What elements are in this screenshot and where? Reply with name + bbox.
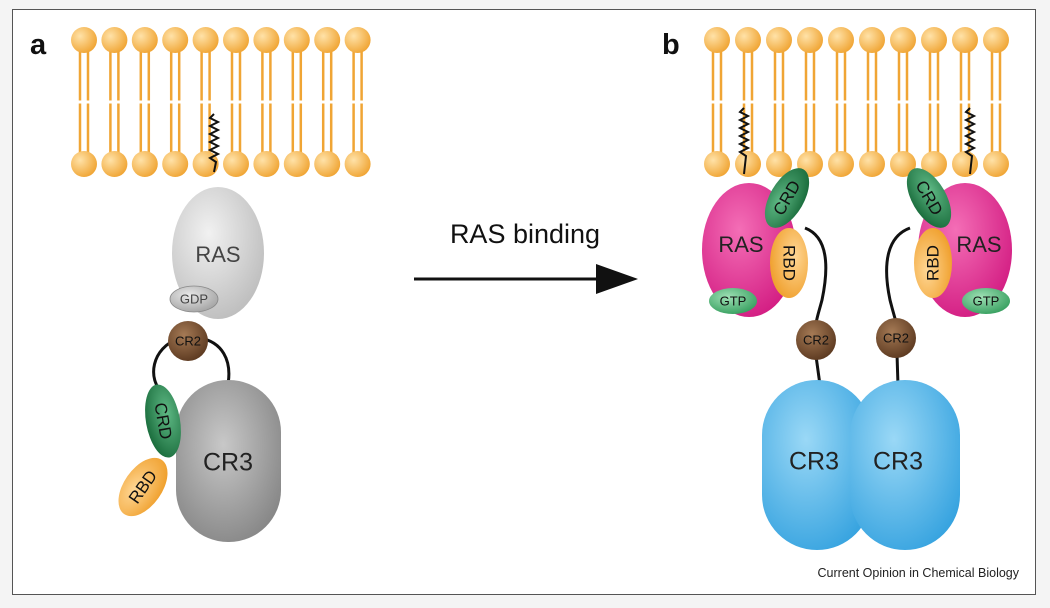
lipid-head-bottom-a — [101, 151, 128, 177]
lipid-head-top-a — [253, 27, 280, 53]
membrane-bilayer-b — [704, 27, 1009, 177]
ras-label-a: RAS — [195, 242, 240, 267]
lipid-head-top-a — [162, 27, 189, 53]
lipid-tails-b — [865, 51, 879, 153]
cr2-label-a: CR2 — [175, 333, 201, 348]
lipid-head-top-a — [283, 27, 310, 53]
lipid-tails-a — [168, 51, 183, 153]
lipid-head-bottom-b — [704, 151, 730, 177]
gtp-nucleotide-left — [709, 288, 757, 314]
lipid-anchor-b-right — [963, 107, 977, 175]
lipid-anchor-a — [207, 113, 221, 173]
lipid-head-bottom-b — [828, 151, 854, 177]
lipid-head-bottom-a — [131, 151, 158, 177]
lipid-head-bottom-b — [859, 151, 885, 177]
lipid-head-top-a — [344, 27, 371, 53]
lipid-tails-b — [772, 51, 786, 153]
linker-b-right-upper — [885, 226, 911, 323]
lipid-tails-b — [958, 51, 972, 153]
lipid-tails-b — [989, 51, 1003, 153]
ras-label-b-right: RAS — [956, 232, 1001, 257]
source-caption: Current Opinion in Chemical Biology — [818, 566, 1020, 580]
panel-b-letter: b — [662, 29, 680, 61]
lipid-head-top-b — [890, 27, 916, 53]
gtp-nucleotide-right — [962, 288, 1010, 314]
lipid-head-top-b — [921, 27, 947, 53]
cr3-domain-b-left — [762, 380, 872, 550]
gtp-label-right: GTP — [973, 293, 1000, 308]
lipid-tails-a — [320, 51, 335, 153]
lipid-head-top-a — [101, 27, 128, 53]
cr2-domain-a — [168, 321, 208, 361]
lipid-head-top-b — [704, 27, 730, 53]
cr3-label-b-left: CR3 — [789, 448, 839, 476]
ras-label-b-left: RAS — [718, 232, 763, 257]
lipid-head-top-a — [71, 27, 97, 53]
lipid-anchor-b-left — [737, 107, 751, 175]
cr3-label-b-right: CR3 — [873, 448, 923, 476]
lipid-head-bottom-b — [952, 151, 978, 177]
rbd-domain-b-right: RBD — [914, 228, 952, 298]
cr3-label-a: CR3 — [203, 449, 253, 477]
lipid-head-top-b — [983, 27, 1009, 53]
rbd-label-b-right: RBD — [923, 245, 942, 281]
lipid-head-top-b — [828, 27, 854, 53]
membrane-bilayer-a — [71, 27, 371, 177]
lipid-head-top-b — [735, 27, 761, 53]
lipid-head-top-a — [192, 27, 219, 53]
linker-b-right-lower — [895, 353, 900, 386]
rbd-label-b-left: RBD — [780, 245, 799, 281]
cr2-domain-b-left — [796, 320, 836, 360]
lipid-tails-a — [259, 51, 274, 153]
rbd-domain-a: RBD — [118, 457, 168, 517]
lipid-tails-a — [229, 51, 243, 153]
lipid-head-bottom-a — [223, 151, 249, 177]
lipid-head-bottom-a — [71, 151, 97, 177]
lipid-head-bottom-a — [253, 151, 280, 177]
lipid-head-bottom-a — [283, 151, 310, 177]
lipid-tails-b — [741, 51, 755, 153]
lipid-tails-b — [927, 51, 941, 153]
lipid-tails-b — [834, 51, 848, 153]
cr3-domain-a — [176, 380, 281, 542]
lipid-tails-a — [107, 51, 122, 153]
crd-domain-a: CRD — [145, 384, 181, 458]
lipid-head-bottom-a — [314, 151, 341, 177]
gtp-label-left: GTP — [720, 293, 747, 308]
lipid-head-top-b — [797, 27, 823, 53]
arrow-label: RAS binding — [450, 219, 600, 249]
lipid-head-top-b — [766, 27, 792, 53]
lipid-tails-b — [803, 51, 817, 153]
cr3-domain-b-right — [850, 380, 960, 550]
lipid-tails-a — [198, 51, 213, 153]
lipid-head-bottom-a — [162, 151, 189, 177]
lipid-head-top-a — [223, 27, 249, 53]
lipid-tails-a — [350, 51, 365, 153]
lipid-head-top-a — [131, 27, 158, 53]
gdp-nucleotide — [169, 285, 219, 313]
lipid-head-bottom-a — [344, 151, 371, 177]
lipid-head-bottom-b — [890, 151, 916, 177]
rbd-domain-b-left: RBD — [770, 228, 808, 298]
cr2-label-b-right: CR2 — [883, 330, 909, 345]
cr2-domain-b-right — [876, 318, 916, 358]
lipid-head-top-a — [314, 27, 341, 53]
lipid-tails-a — [289, 51, 304, 153]
linker-b-left-upper — [804, 226, 828, 326]
panel-a-letter: a — [30, 29, 47, 61]
arrow-head — [596, 264, 638, 294]
lipid-tails-a — [77, 51, 91, 153]
gdp-label: GDP — [180, 291, 208, 306]
cr2-label-b-left: CR2 — [803, 332, 829, 347]
lipid-head-top-b — [952, 27, 978, 53]
lipid-head-bottom-b — [983, 151, 1009, 177]
lipid-tails-b — [896, 51, 910, 153]
lipid-head-bottom-b — [921, 151, 947, 177]
lipid-tails-b — [710, 51, 724, 153]
lipid-head-top-b — [859, 27, 885, 53]
lipid-head-bottom-b — [766, 151, 792, 177]
lipid-tails-a — [137, 51, 152, 153]
lipid-head-bottom-b — [735, 151, 761, 177]
